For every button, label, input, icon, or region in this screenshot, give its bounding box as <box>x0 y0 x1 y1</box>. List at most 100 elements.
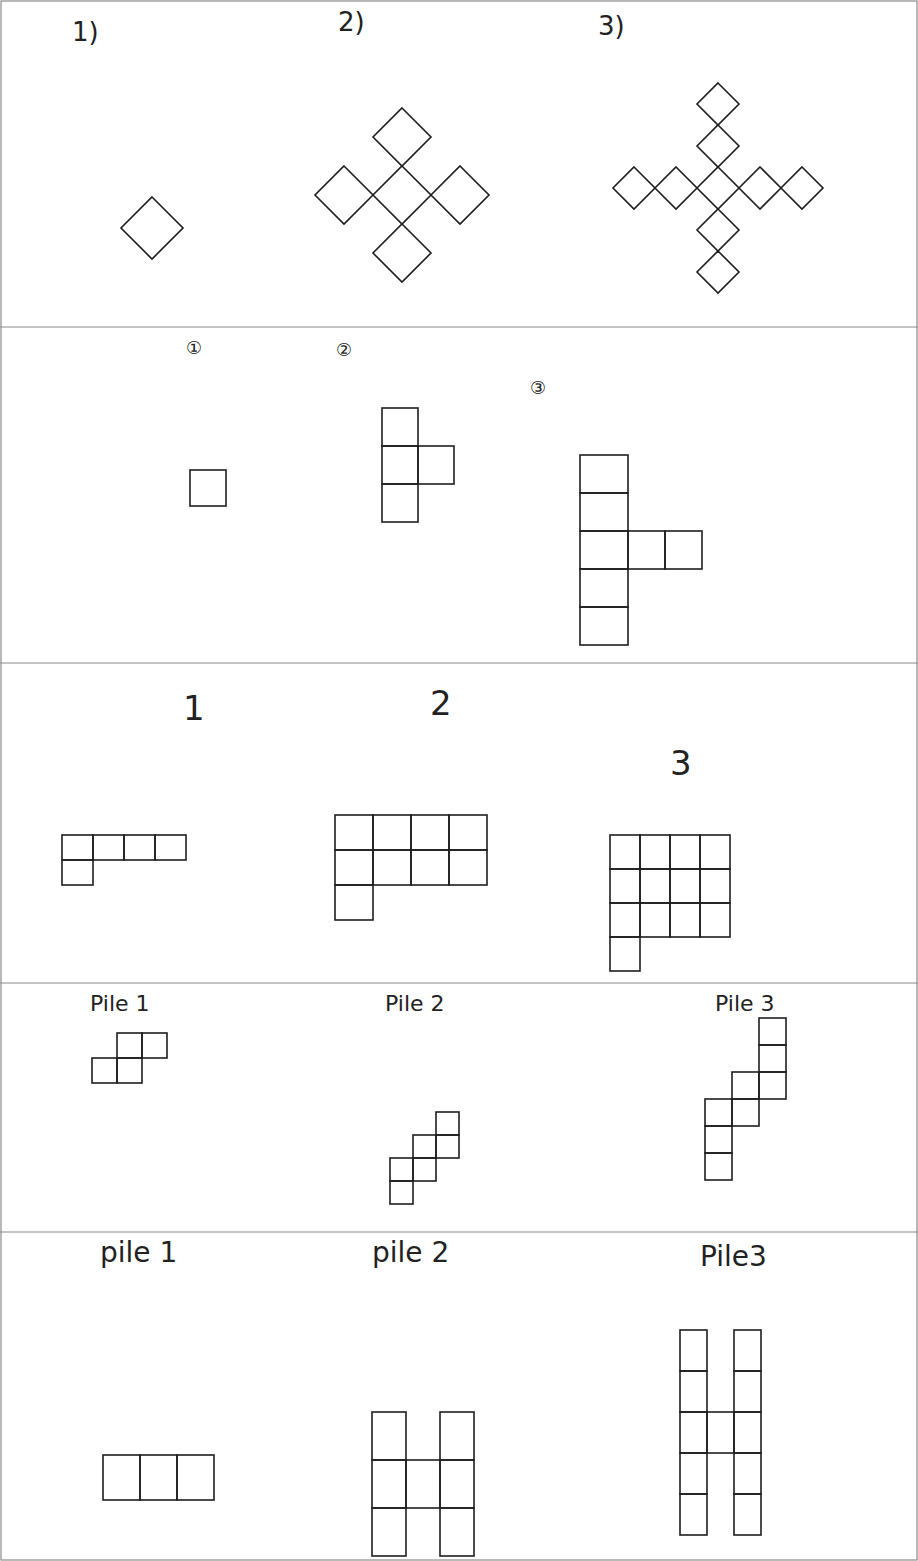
tile <box>700 835 730 869</box>
figure-number: 3) <box>598 12 625 41</box>
tile <box>640 835 670 869</box>
tile <box>373 850 411 885</box>
tile <box>610 937 640 971</box>
tile <box>680 1412 707 1453</box>
tile <box>372 1460 406 1508</box>
tile <box>93 835 124 860</box>
tile <box>759 1018 786 1045</box>
rect-figure-3 <box>610 835 730 971</box>
row-divider <box>0 326 918 327</box>
tile <box>92 1058 117 1083</box>
diamond-tile <box>697 125 739 167</box>
tile <box>411 850 449 885</box>
figure-number: 1) <box>72 18 99 47</box>
tile <box>382 446 418 484</box>
tile <box>700 869 730 903</box>
tile <box>707 1412 734 1453</box>
figure-number: 2) <box>338 8 365 37</box>
tile <box>665 531 702 569</box>
tile <box>680 1371 707 1412</box>
figure-number: ① <box>186 338 202 358</box>
tile <box>372 1508 406 1556</box>
tile <box>759 1045 786 1072</box>
figure-number: ③ <box>530 378 546 398</box>
diamond-tile <box>121 197 183 259</box>
row-divider <box>0 1231 918 1232</box>
diamond-tile <box>373 108 431 166</box>
pile-label: pile 1 <box>100 1238 177 1269</box>
tile <box>382 408 418 446</box>
tile <box>610 835 640 869</box>
tile <box>580 569 628 607</box>
tile <box>177 1455 214 1500</box>
tile <box>680 1453 707 1494</box>
tile <box>705 1153 732 1180</box>
tile <box>103 1455 140 1500</box>
tile <box>382 484 418 522</box>
tile <box>390 1181 413 1204</box>
diamond-tile <box>431 166 489 224</box>
tile <box>413 1158 436 1181</box>
diamond-tile <box>739 167 781 209</box>
pile-label: Pile 1 <box>90 992 150 1016</box>
rect-figure-1 <box>62 835 186 885</box>
diamond-tile <box>655 167 697 209</box>
tile <box>670 869 700 903</box>
figure-number: 1 <box>183 690 205 727</box>
diamond-figure-2 <box>315 108 489 282</box>
diamond-tile <box>697 83 739 125</box>
tile <box>580 607 628 645</box>
diamond-tile <box>373 224 431 282</box>
tile <box>640 869 670 903</box>
tile <box>418 446 454 484</box>
tile <box>62 860 93 885</box>
figure-number: 3 <box>670 745 692 782</box>
tile <box>705 1099 732 1126</box>
diamond-tile <box>781 167 823 209</box>
diamond-tile <box>315 166 373 224</box>
tile <box>700 903 730 937</box>
pile-label: pile 2 <box>372 1238 449 1269</box>
figure-number: ② <box>336 340 352 360</box>
tile <box>373 815 411 850</box>
t-figure-1 <box>190 470 226 506</box>
diamond-tile <box>697 209 739 251</box>
tile <box>580 531 628 569</box>
tile <box>406 1460 440 1508</box>
h-figure-3 <box>680 1330 761 1535</box>
tile <box>335 885 373 920</box>
row-divider <box>0 982 918 983</box>
tile <box>62 835 93 860</box>
tile <box>413 1135 436 1158</box>
tile <box>628 531 665 569</box>
stair-figure-2 <box>390 1112 459 1204</box>
tile <box>372 1412 406 1460</box>
tile <box>440 1508 474 1556</box>
tile <box>335 850 373 885</box>
row-divider <box>0 662 918 663</box>
tile <box>734 1412 761 1453</box>
tile <box>734 1453 761 1494</box>
tile <box>732 1099 759 1126</box>
tile <box>142 1033 167 1058</box>
tile <box>449 850 487 885</box>
tile <box>440 1412 474 1460</box>
diamond-tile <box>697 167 739 209</box>
stair-figure-3 <box>705 1018 786 1180</box>
stair-figure-1 <box>92 1033 167 1083</box>
tile <box>449 815 487 850</box>
tile <box>411 815 449 850</box>
tile <box>610 869 640 903</box>
diamond-figure-1 <box>121 197 183 259</box>
tile <box>610 903 640 937</box>
h-figure-2 <box>372 1412 474 1556</box>
tile <box>440 1460 474 1508</box>
tile <box>580 455 628 493</box>
tile <box>705 1126 732 1153</box>
tile <box>155 835 186 860</box>
tile <box>670 835 700 869</box>
pile-label: Pile 2 <box>385 992 445 1016</box>
diamond-tile <box>373 166 431 224</box>
